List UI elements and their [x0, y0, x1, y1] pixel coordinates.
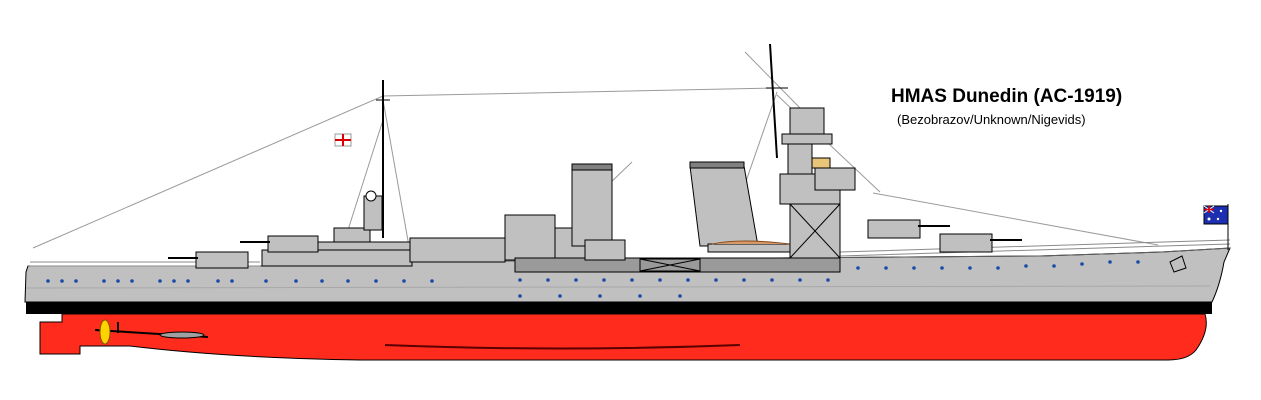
- superstructure-dark-band: [514, 257, 841, 273]
- bridge-tower: [779, 107, 856, 259]
- rigging-lines: [32, 51, 1159, 253]
- fore-funnel: [689, 161, 759, 247]
- propeller-icon: [94, 319, 209, 345]
- catapult: [707, 240, 799, 253]
- deck-hatches: [639, 258, 701, 272]
- australian-ensign-icon: [1203, 204, 1229, 250]
- credits-subtitle: (Bezobrazov/Unknown/Nigevids): [897, 112, 1086, 127]
- deck-railing-fore: [839, 239, 1231, 257]
- underwater-hull: [39, 313, 1207, 361]
- fore-turret-b: [867, 219, 950, 239]
- anchor-icon: [1169, 255, 1187, 273]
- boot-top-stripe: [26, 302, 1212, 314]
- page-title: HMAS Dunedin (AC-1919): [891, 86, 1123, 107]
- portholes: [46, 260, 1140, 298]
- aft-turret-y: [168, 251, 249, 269]
- white-ensign-icon: [334, 133, 352, 147]
- aft-funnel: [571, 163, 626, 261]
- aft-turret-x: [240, 235, 319, 253]
- hull-strake-line: [25, 285, 1211, 289]
- fore-mast: [766, 43, 788, 159]
- main-mast: [363, 80, 390, 238]
- bilge-keel: [384, 344, 741, 350]
- fore-turret-a: [939, 233, 1022, 253]
